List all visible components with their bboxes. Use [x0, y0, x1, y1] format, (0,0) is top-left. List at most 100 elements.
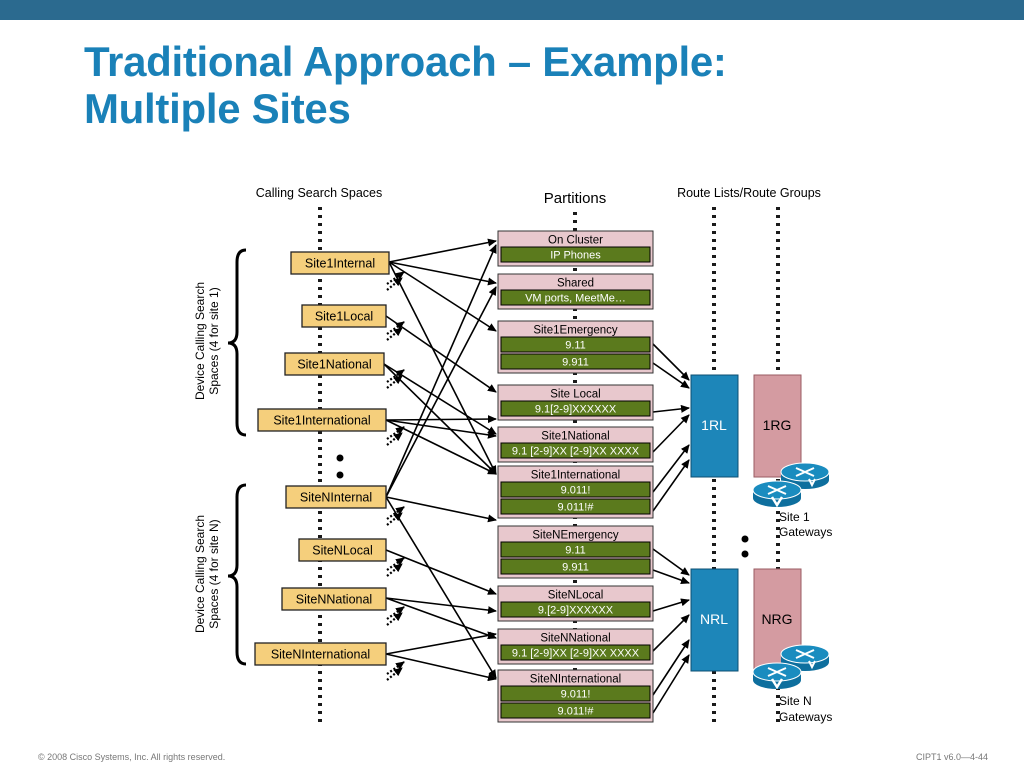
siteN-gateway-router-icon[interactable] — [752, 644, 830, 690]
connection-arrow — [652, 459, 690, 512]
course-code: CIPT1 v6.0—4-44 — [915, 752, 988, 762]
column-header-css: Calling Search Spaces — [256, 186, 382, 200]
site1-css-brace-label-line-2: Spaces (4 for site 1) — [207, 287, 221, 394]
route-pattern: 9.1[2-9]XXXXXX — [535, 404, 617, 416]
connection-arrow — [652, 614, 690, 652]
site1-gateway-label-line-1: Site 1 — [779, 510, 810, 524]
partition-on-cluster[interactable]: On Cluster IP Phones — [497, 230, 654, 267]
line-device-css-arrow — [386, 277, 403, 291]
css-site1local-label: Site1Local — [315, 310, 373, 324]
connection-arrow — [652, 414, 690, 453]
route-ellipsis — [741, 535, 749, 558]
route-group-1rg[interactable]: 1RG — [753, 374, 802, 478]
connection-arrow — [388, 238, 497, 263]
line-device-css-arrow — [386, 321, 405, 335]
partition-site-local[interactable]: Site Local 9.1[2-9]XXXXXX — [497, 384, 654, 421]
column-header-partitions: Partitions — [544, 190, 607, 207]
slide-title: Traditional Approach – Example: Multiple… — [84, 38, 984, 132]
partition-sitenlocal[interactable]: SiteNLocal 9.[2-9]XXXXXX — [497, 585, 654, 622]
connection-arrow — [652, 654, 690, 714]
site1-gateway-router-icon[interactable] — [752, 462, 830, 508]
partition-on-cluster-name: On Cluster — [548, 235, 603, 247]
css-sitennational-label: SiteNNational — [296, 593, 372, 607]
connection-arrow — [652, 404, 690, 413]
line-device-css-arrow — [386, 369, 405, 383]
connection-arrow — [385, 496, 497, 523]
connection-arrow — [652, 444, 690, 493]
route-pattern: 9.011! — [561, 485, 591, 497]
connection-arrows — [383, 238, 690, 714]
line-device-css-arrow — [386, 667, 403, 681]
connection-arrow — [385, 653, 497, 682]
connection-arrow — [652, 343, 690, 381]
connection-arrow — [652, 362, 690, 389]
css-site1international-label: Site1International — [273, 414, 370, 428]
route-pattern: 9.11 — [565, 545, 586, 557]
partition-site-local-name: Site Local — [550, 389, 601, 401]
line-device-css-arrow — [386, 426, 405, 440]
css-site1national-label: Site1National — [297, 358, 371, 372]
partition-sitenlocal-name: SiteNLocal — [548, 590, 604, 602]
css-site1international[interactable]: Site1International — [257, 408, 387, 432]
partition-sitennational-name: SiteNNational — [540, 633, 610, 645]
css-ellipsis-dot — [336, 454, 344, 462]
line-device-css-arrow — [386, 563, 403, 577]
connection-arrow — [652, 639, 690, 696]
css-site1internal-label: Site1Internal — [305, 257, 375, 271]
route-group-nrg-label: NRG — [761, 611, 792, 627]
line-device-css-arrow — [386, 557, 405, 571]
route-list-1rl-label: 1RL — [701, 417, 727, 433]
connection-arrow — [652, 548, 690, 576]
css-siteninternational-label: SiteNInternational — [271, 648, 370, 662]
partition-site1emergency-name: Site1Emergency — [533, 325, 618, 337]
site1-gateway-label-line-2: Gateways — [779, 525, 832, 539]
line-device-css-arrow — [386, 506, 405, 520]
site1-curly-brace — [227, 248, 247, 437]
route-list-nrl-label: NRL — [700, 611, 728, 627]
connection-arrow — [652, 598, 690, 612]
css-ellipsis — [336, 454, 344, 479]
line-device-css-arrow — [386, 612, 403, 626]
connection-arrow — [385, 549, 497, 595]
css-siteninternational[interactable]: SiteNInternational — [254, 642, 387, 666]
route-group-1rg-label: 1RG — [763, 417, 792, 433]
css-site1national[interactable]: Site1National — [284, 352, 385, 376]
siteN-gateway-label-line-2: Gateways — [779, 710, 832, 724]
calling-search-spaces: Site1InternalSite1LocalSite1NationalSite… — [254, 251, 390, 666]
route-pattern: 9.[2-9]XXXXXX — [538, 605, 614, 617]
route-list-nrl[interactable]: NRL — [690, 568, 739, 672]
line-device-css-arrow — [386, 606, 405, 620]
css-siteninternal[interactable]: SiteNInternal — [285, 485, 387, 509]
connection-arrow — [388, 261, 497, 286]
css-site1internal[interactable]: Site1Internal — [290, 251, 390, 275]
siteN-gateway-label-line-1: Site N — [779, 694, 812, 708]
site1-css-brace-label-line-1: Device Calling Search — [193, 282, 207, 400]
slide-title-line-2: Multiple Sites — [84, 85, 351, 132]
css-siteninternal-label: SiteNInternal — [300, 491, 372, 505]
siteN-css-brace-label-line-1: Device Calling Search — [193, 515, 207, 633]
line-device-css-arrow — [386, 327, 403, 341]
css-sitennational[interactable]: SiteNNational — [281, 587, 387, 611]
partition-site1international-name: Site1International — [531, 470, 621, 482]
line-device-css-arrow — [386, 512, 403, 526]
route-pattern: IP Phones — [550, 250, 601, 262]
router-icon — [752, 662, 802, 690]
css-sitenlocal[interactable]: SiteNLocal — [298, 538, 387, 562]
connection-arrow — [385, 286, 497, 498]
route-pattern: 9.911 — [562, 562, 589, 574]
siteN-curly-brace — [227, 483, 247, 666]
partition-shared-name: Shared — [557, 278, 594, 290]
route-list-1rl[interactable]: 1RL — [690, 374, 739, 478]
route-pattern: 9.011!# — [558, 706, 595, 718]
connection-arrow — [385, 597, 497, 615]
css-site1local[interactable]: Site1Local — [301, 304, 387, 328]
route-pattern: 9.1 [2-9]XX [2-9]XX XXXX — [512, 446, 640, 458]
